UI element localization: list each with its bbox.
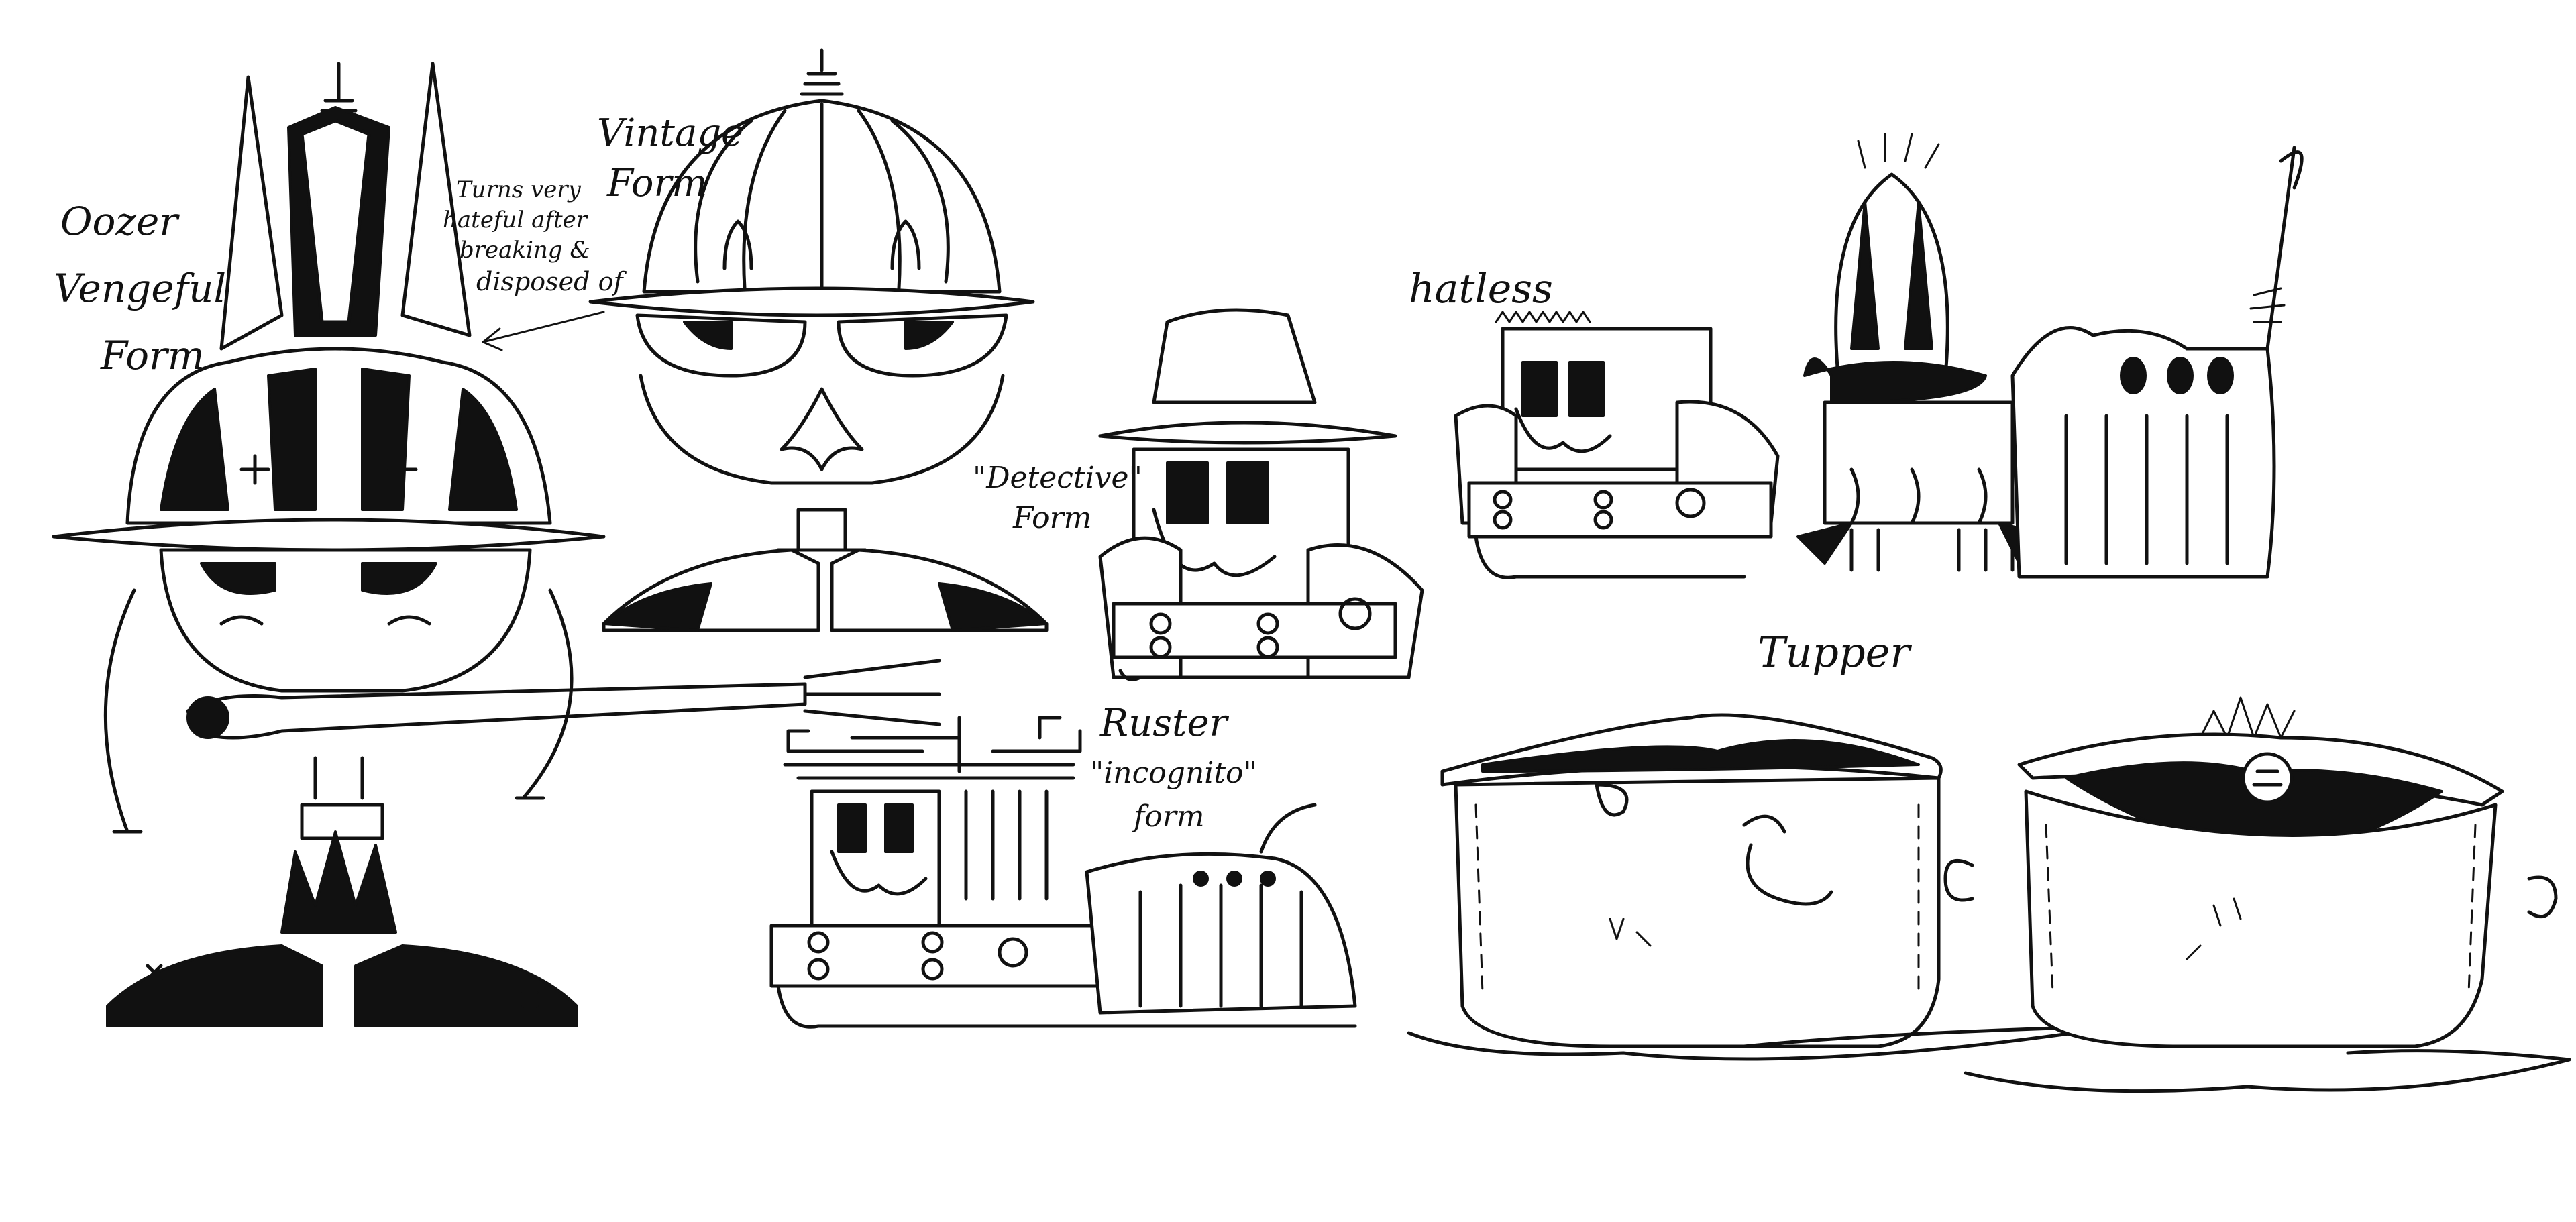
oozer-note-line4: disposed of bbox=[476, 267, 623, 296]
hatless-label: hatless bbox=[1409, 266, 1553, 313]
tupper-monster-drawing bbox=[1943, 696, 2571, 1093]
oozer-note-line2: hateful after bbox=[443, 207, 588, 233]
ruster-label-line1: Ruster bbox=[1100, 702, 1228, 745]
ruster-label-line2: "incognito" bbox=[1090, 756, 1257, 790]
ruster-label-line3: form bbox=[1134, 799, 1205, 834]
oozer-label-line1: Oozer bbox=[60, 199, 178, 244]
oozer-label-line3: Form bbox=[101, 333, 205, 378]
tupper-label: Tupper bbox=[1758, 628, 1910, 677]
ruster-incognito-drawing bbox=[769, 716, 1357, 1029]
detective-form-drawing bbox=[1098, 308, 1424, 681]
detective-label-line1: "Detective" bbox=[973, 461, 1142, 495]
vintage-form-drawing bbox=[588, 48, 1049, 632]
vintage-label-line1: Vintage bbox=[597, 111, 744, 155]
detective-label-line2: Form bbox=[1013, 501, 1092, 535]
oozer-vengeful-form-drawing bbox=[52, 62, 941, 1027]
vintage-label-line2: Form bbox=[607, 162, 708, 205]
note-arrow bbox=[482, 311, 605, 351]
oozer-label-line2: Vengeful bbox=[54, 266, 227, 311]
hatless-drawing bbox=[1454, 311, 1780, 579]
oozer-note-line3: breaking & bbox=[460, 237, 590, 264]
oozer-note-line1: Turns very bbox=[456, 176, 581, 203]
tupper-drawing bbox=[1407, 713, 2122, 1061]
spiky-creature-drawing bbox=[1796, 133, 2304, 579]
